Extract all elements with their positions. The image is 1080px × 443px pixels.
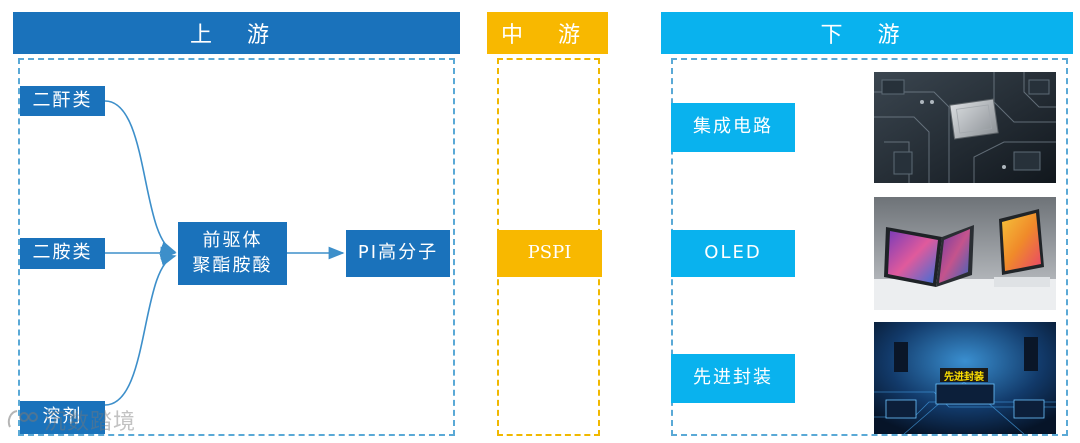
polymer-label: PI高分子 — [357, 242, 439, 264]
upstream-frame — [18, 58, 455, 436]
connector-solvent — [104, 253, 177, 406]
watermark: 沉数踏境 — [6, 404, 136, 436]
advanced-packaging-photo: 先进封装 — [874, 322, 1056, 434]
oled-display-photo — [874, 197, 1056, 310]
upstream-title: 上 游 — [190, 23, 283, 48]
downstream-title: 下 游 — [820, 23, 914, 48]
material-label: 二酐类 — [32, 89, 93, 111]
material-label: 溶剂 — [42, 406, 83, 428]
material-solvent: 溶剂 — [20, 401, 105, 434]
upstream-header: 上 游 — [13, 12, 460, 54]
app-label: 先进封装 — [693, 367, 773, 389]
app-label: OLED — [704, 242, 762, 264]
precursor-box: 前驱体 聚酯胺酸 — [178, 222, 287, 285]
midstream-header: 中 游 — [487, 12, 608, 54]
app-oled: OLED — [671, 230, 795, 277]
watermark-logo-icon — [7, 410, 38, 428]
connector-dianhydride — [104, 100, 177, 254]
polymer-box: PI高分子 — [346, 230, 450, 277]
material-label: 二胺类 — [32, 242, 93, 264]
app-integrated-circuit: 集成电路 — [671, 103, 795, 152]
midstream-title: 中 游 — [501, 23, 594, 48]
pspi-label: PSPI — [527, 242, 572, 264]
material-diamine: 二胺类 — [20, 238, 105, 269]
packaging-photo-caption: 先进封装 — [944, 371, 984, 383]
watermark-text: 沉数踏境 — [44, 410, 137, 435]
circuit-board-photo — [874, 72, 1056, 183]
pspi-box: PSPI — [497, 230, 602, 277]
precursor-label: 前驱体 聚酯胺酸 — [192, 230, 273, 276]
app-advanced-packaging: 先进封装 — [671, 354, 795, 403]
app-label: 集成电路 — [693, 116, 773, 138]
downstream-header: 下 游 — [661, 12, 1073, 54]
material-dianhydride: 二酐类 — [20, 86, 105, 116]
